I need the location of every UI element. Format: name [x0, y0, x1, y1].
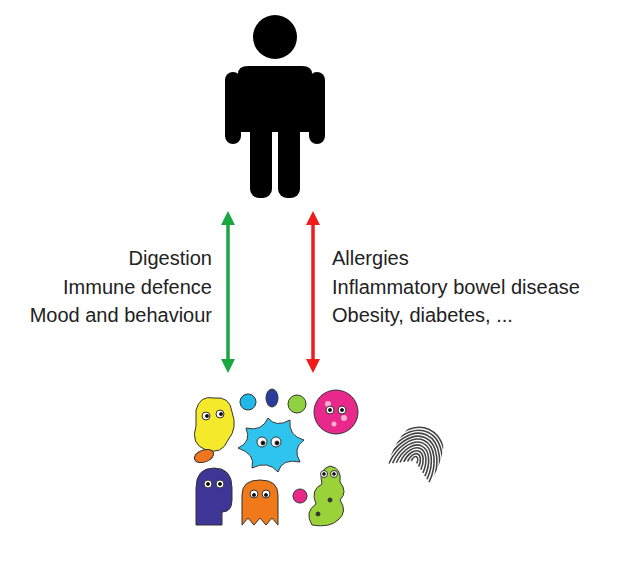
label-text: Immune defence	[63, 273, 212, 302]
benefit-arrow	[226, 218, 230, 366]
label-text: Obesity, diabetes, ...	[332, 301, 513, 330]
label-text: Allergies	[332, 244, 409, 273]
fingerprint-ridge	[411, 455, 419, 463]
person-icon	[225, 15, 325, 198]
label-text: Inflammatory bowel disease	[332, 273, 580, 302]
harms-column: AllergiesInflammatory bowel diseaseObesi…	[332, 244, 580, 330]
label-text: Mood and behaviour	[30, 301, 212, 330]
label-text: Digestion	[129, 244, 212, 273]
microbes-illustration	[193, 389, 358, 526]
benefits-column: DigestionImmune defenceMood and behaviou…	[30, 244, 212, 330]
harm-arrow	[311, 218, 315, 366]
fingerprint-icon	[374, 415, 461, 495]
fingerprint-ridge	[374, 415, 461, 495]
fingerprint-ridge	[381, 423, 452, 489]
fingerprint-ridge	[378, 419, 457, 492]
